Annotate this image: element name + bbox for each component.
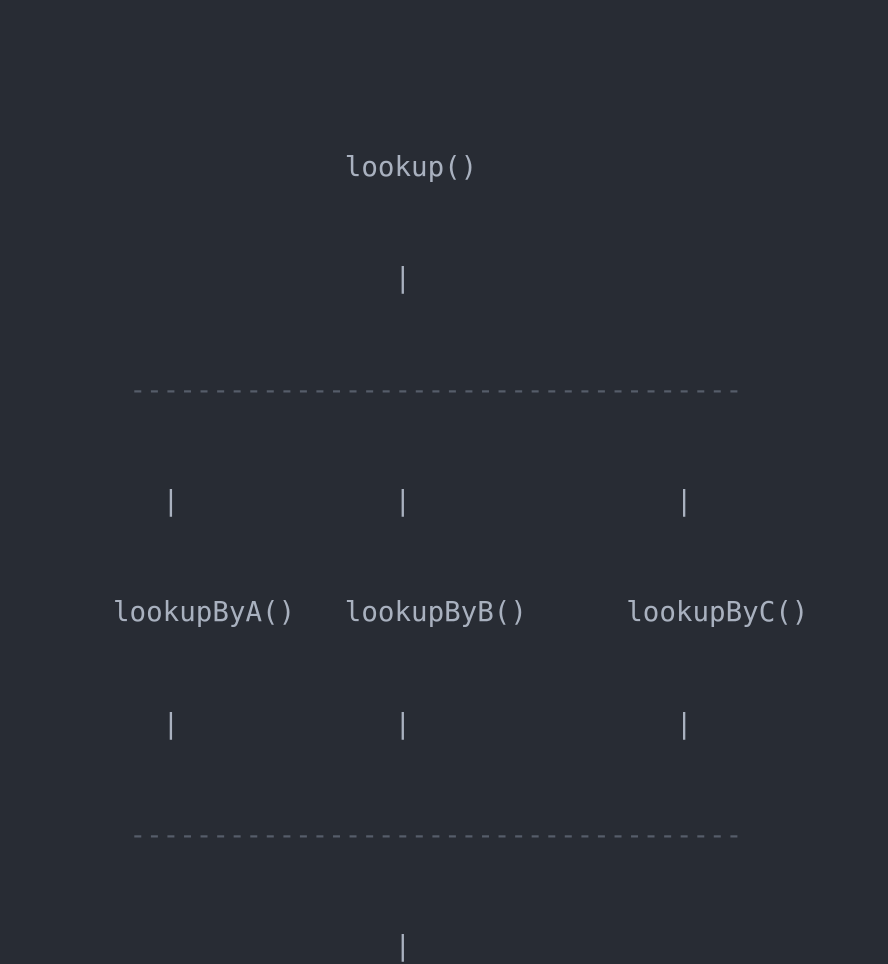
sink-connector-line: | <box>113 930 412 963</box>
branch-labels-line: lookupByA() lookupByB() lookupByC() <box>113 596 809 629</box>
bottom-divider-line: ------------------------------------- <box>113 818 743 851</box>
root-connector-line: | <box>113 262 412 295</box>
top-divider-line: ------------------------------------- <box>113 373 743 406</box>
root-label-line: lookup() <box>113 151 478 184</box>
editor-canvas: { "colors": { "background": "#282c34", "… <box>113 151 809 963</box>
ascii-call-tree-diagram: lookup() | -----------------------------… <box>113 75 808 964</box>
branch-connectors-line: | | | <box>113 707 693 740</box>
branch-connectors-line: | | | <box>113 485 693 518</box>
